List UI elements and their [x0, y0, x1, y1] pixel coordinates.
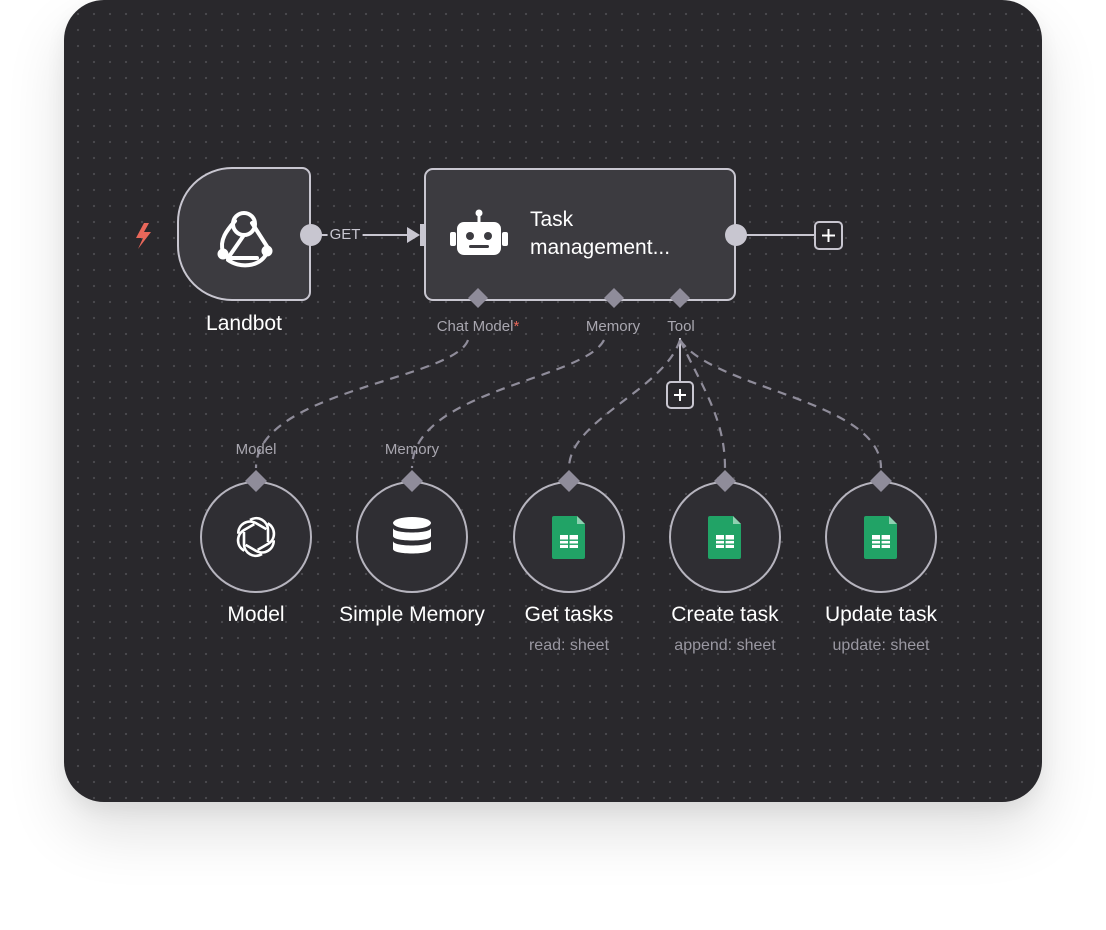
- lightning-bolt-icon: [136, 223, 151, 249]
- update-task-node-label: Update task: [824, 603, 938, 626]
- google-sheets-icon: [708, 516, 741, 559]
- connections-layer: [136, 167, 937, 593]
- chat-model-port-label: Chat Model*: [437, 318, 520, 335]
- memory-port-label: Memory: [585, 318, 641, 335]
- agent-title-line1: Task: [530, 208, 574, 231]
- memory-connection: [410, 339, 605, 469]
- model-port-label: Model: [235, 441, 277, 458]
- create-task-subtitle: append: sheet: [674, 637, 776, 654]
- update-task-output-port[interactable]: [870, 470, 892, 492]
- simple-memory-node-label: Simple Memory: [339, 603, 485, 626]
- model-node[interactable]: [200, 481, 312, 593]
- database-icon: [393, 517, 431, 554]
- create-task-node-label: Create task: [671, 603, 779, 626]
- memory-output-port[interactable]: [401, 470, 423, 492]
- connection-method-label: GET: [327, 226, 363, 243]
- create-task-output-port[interactable]: [714, 470, 736, 492]
- memory-port[interactable]: [604, 288, 624, 308]
- openai-icon: [236, 516, 276, 558]
- agent-node-title: Task management...: [530, 206, 670, 262]
- agent-title-line2: management...: [530, 236, 671, 259]
- webhook-icon: [217, 211, 273, 268]
- update-task-subtitle: update: sheet: [832, 637, 930, 654]
- model-output-port[interactable]: [245, 470, 267, 492]
- required-asterisk: *: [513, 318, 520, 335]
- model-connection: [254, 339, 470, 469]
- add-node-button[interactable]: [814, 221, 843, 250]
- google-sheets-icon: [864, 516, 897, 559]
- tool-port[interactable]: [670, 288, 690, 308]
- chat-model-port[interactable]: [468, 288, 488, 308]
- add-tool-button[interactable]: [666, 381, 694, 409]
- get-tasks-node-label: Get tasks: [524, 603, 614, 626]
- robot-icon: [450, 209, 508, 255]
- google-sheets-icon: [552, 516, 585, 559]
- tool-port-label: Tool: [667, 318, 695, 335]
- agent-output-port[interactable]: [725, 224, 747, 246]
- workflow-canvas[interactable]: GET Landbot Task management... Chat Mode…: [64, 0, 1042, 802]
- get-tasks-output-port[interactable]: [558, 470, 580, 492]
- get-tasks-subtitle: read: sheet: [528, 637, 610, 654]
- memory-node-port-label: Memory: [384, 441, 440, 458]
- update-task-connection: [679, 339, 883, 469]
- arrow-head: [407, 227, 420, 243]
- chat-model-text: Chat Model: [436, 318, 514, 335]
- trigger-node-label: Landbot: [206, 312, 282, 335]
- get-tasks-connection: [567, 339, 682, 469]
- trigger-output-port[interactable]: [300, 224, 322, 246]
- create-task-connection: [679, 339, 727, 469]
- agent-input-port[interactable]: [420, 224, 427, 246]
- model-node-label: Model: [227, 603, 285, 626]
